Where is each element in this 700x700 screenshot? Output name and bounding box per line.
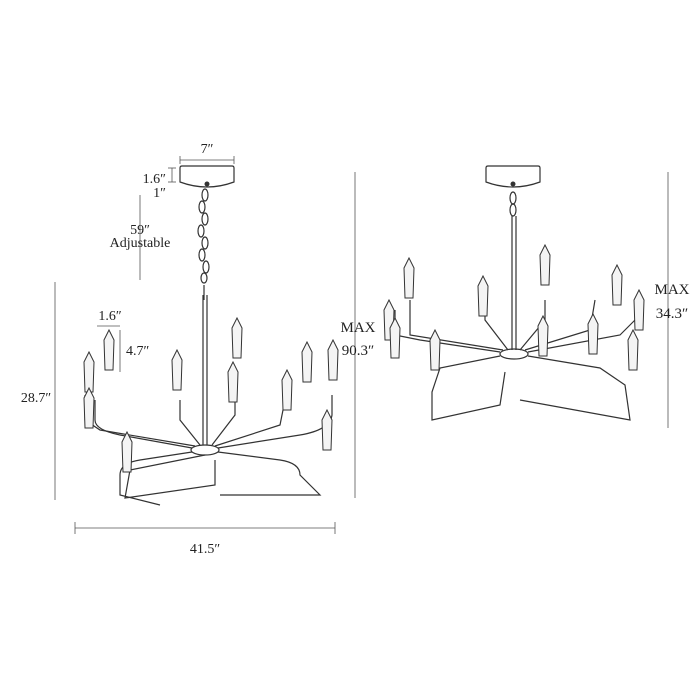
max-flush-label: MAX [654,282,689,298]
canopy [485,165,541,188]
hub [190,444,220,456]
canopy-gap-label: 1″ [153,186,166,201]
body-height-label: 28.7″ [21,391,52,406]
canopy [179,165,235,188]
canopy-width-label: 7″ [201,142,214,157]
crystal-width-label: 1.6″ [98,309,122,324]
chain-length-label: 59″ [130,223,150,238]
max-flush-value: 34.3″ [656,306,689,322]
chain [197,188,210,284]
crystals [383,243,645,371]
dimension-lines [54,156,356,534]
canopy-height-label: 1.6″ [143,172,167,187]
chandelier-hanging-view: 7″ 1.6″ 1″ 59″ Adjustable 1.6″ 4.7″ 28.7… [21,142,376,557]
chandelier-flush-view: MAX 34.3″ [383,165,690,428]
crystal-height-label: 4.7″ [126,344,150,359]
crystals [83,316,339,473]
max-hanging-label: MAX [340,320,375,336]
overall-width-label: 41.5″ [190,542,221,557]
hub [499,348,529,360]
chain-note-label: Adjustable [110,236,171,251]
max-hanging-value: 90.3″ [342,343,375,359]
